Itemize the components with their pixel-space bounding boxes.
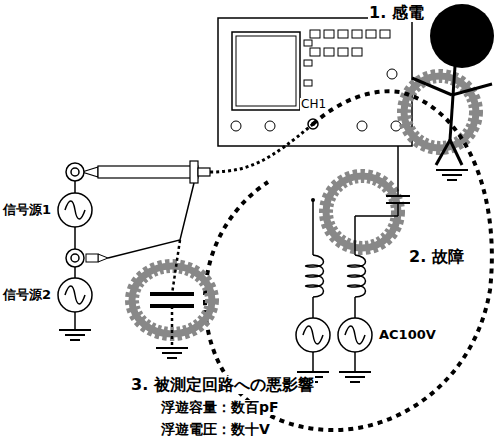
- callout-title: 2. 故障: [408, 248, 465, 266]
- signal-sources: [58, 163, 92, 340]
- fault-circuit: [296, 146, 410, 382]
- stray-capacitance: [132, 240, 212, 358]
- source-label: 信号源1: [2, 203, 52, 217]
- callout-title: 3. 被測定回路への悪影響: [130, 376, 315, 394]
- note-text: 浮遊容量：数百pF: [160, 400, 280, 415]
- voltage-label: AC100V: [378, 328, 437, 342]
- oscilloscope: [218, 18, 412, 146]
- probe: [82, 124, 313, 262]
- callout-title: 1. 感電: [368, 4, 425, 22]
- person-figure: [404, 4, 494, 180]
- note-text: 浮遊電圧：数十V: [160, 422, 271, 437]
- channel-label: CH1: [300, 98, 327, 111]
- source-label: 信号源2: [2, 288, 52, 302]
